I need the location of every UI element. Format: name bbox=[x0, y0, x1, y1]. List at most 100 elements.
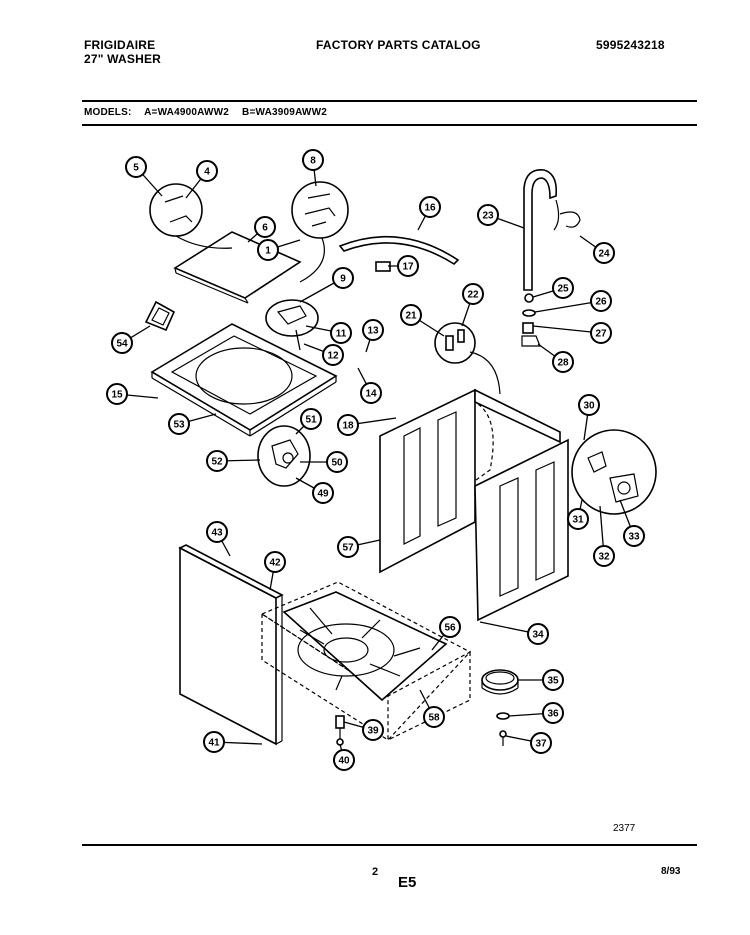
callout-bubble bbox=[206, 521, 228, 543]
callout-number: 1 bbox=[265, 246, 271, 257]
callout-number: 30 bbox=[583, 401, 595, 412]
callout-bubble bbox=[330, 322, 352, 344]
callout-leader bbox=[534, 300, 602, 313]
callout-number: 24 bbox=[598, 249, 610, 260]
control-detail-circle bbox=[571, 429, 657, 515]
callout-54: 54 bbox=[111, 332, 133, 354]
model-a: A=WA4900AWW2 bbox=[144, 107, 230, 118]
callout-15: 15 bbox=[106, 383, 128, 405]
section-code: E5 bbox=[398, 874, 417, 891]
callout-number: 23 bbox=[482, 211, 494, 222]
callout-51: 51 bbox=[300, 408, 322, 430]
callout-bubble bbox=[362, 719, 384, 741]
callout-25: 25 bbox=[552, 277, 574, 299]
bleach-dispenser-part bbox=[144, 300, 176, 332]
callout-12: 12 bbox=[322, 344, 344, 366]
callout-13: 13 bbox=[362, 319, 384, 341]
callout-leader bbox=[532, 325, 602, 334]
callout-43: 43 bbox=[206, 521, 228, 543]
models-line: MODELS: A=WA4900AWW2 B=WA3909AWW2 bbox=[84, 107, 337, 118]
footer-rule bbox=[82, 844, 697, 846]
fill-hose-part bbox=[338, 235, 460, 266]
callout-number: 43 bbox=[211, 528, 223, 539]
callout-41: 41 bbox=[203, 731, 225, 753]
callout-number: 21 bbox=[405, 311, 417, 322]
callout-number: 49 bbox=[317, 489, 329, 500]
top-cover-part bbox=[150, 323, 338, 437]
callout-number: 52 bbox=[211, 457, 223, 468]
model-b: B=WA3909AWW2 bbox=[242, 107, 327, 118]
callout-bubble bbox=[400, 304, 422, 326]
callout-bubble bbox=[257, 239, 279, 261]
callout-49: 49 bbox=[312, 482, 334, 504]
page-number: 2 bbox=[372, 866, 379, 878]
header-rule bbox=[82, 100, 697, 102]
catalog-title: FACTORY PARTS CATALOG bbox=[316, 38, 481, 52]
callout-9: 9 bbox=[332, 267, 354, 289]
callout-number: 15 bbox=[111, 390, 123, 401]
callout-bubble bbox=[623, 525, 645, 547]
callout-40: 40 bbox=[333, 749, 355, 771]
callout-16: 16 bbox=[419, 196, 441, 218]
hinge-assembly-detail bbox=[257, 425, 311, 487]
callout-number: 8 bbox=[310, 156, 316, 167]
models-label: MODELS: bbox=[84, 107, 132, 118]
callout-number: 34 bbox=[532, 630, 544, 641]
callout-bubble bbox=[302, 149, 324, 171]
callout-number: 35 bbox=[547, 676, 559, 687]
callout-bubble bbox=[264, 551, 286, 573]
callout-number: 51 bbox=[305, 415, 317, 426]
brand-name: FRIGIDAIRE bbox=[84, 38, 156, 52]
ring-part bbox=[481, 669, 519, 695]
models-rule bbox=[82, 124, 697, 126]
callout-bubble bbox=[168, 413, 190, 435]
callout-23: 23 bbox=[477, 204, 499, 226]
screw-parts bbox=[496, 712, 510, 746]
callout-number: 36 bbox=[547, 709, 559, 720]
product-subtitle: 27" WASHER bbox=[84, 52, 162, 66]
callout-number: 37 bbox=[535, 739, 547, 750]
callout-1: 1 bbox=[257, 239, 279, 261]
callout-number: 40 bbox=[338, 756, 350, 767]
callout-number: 28 bbox=[557, 358, 569, 369]
drain-hose-part bbox=[523, 169, 581, 291]
callout-number: 16 bbox=[424, 203, 436, 214]
callout-number: 17 bbox=[402, 262, 414, 273]
callout-30: 30 bbox=[578, 394, 600, 416]
callout-bubble bbox=[527, 623, 549, 645]
callout-24: 24 bbox=[593, 242, 615, 264]
callout-18: 18 bbox=[337, 414, 359, 436]
callout-bubble bbox=[578, 394, 600, 416]
callout-bubble bbox=[590, 290, 612, 312]
callout-bubble bbox=[332, 267, 354, 289]
callout-37: 37 bbox=[530, 732, 552, 754]
callout-bubble bbox=[593, 545, 615, 567]
callout-34: 34 bbox=[527, 623, 549, 645]
callout-number: 5 bbox=[133, 163, 139, 174]
switch-detail-circle bbox=[291, 181, 349, 283]
callout-32: 32 bbox=[593, 545, 615, 567]
callout-bubble bbox=[397, 255, 419, 277]
callout-bubble bbox=[552, 351, 574, 373]
callout-number: 22 bbox=[467, 290, 479, 301]
callout-number: 39 bbox=[367, 726, 379, 737]
callout-number: 13 bbox=[367, 326, 379, 337]
callout-28: 28 bbox=[552, 351, 574, 373]
callout-bubble bbox=[333, 749, 355, 771]
callout-bubble bbox=[567, 508, 589, 530]
callout-4: 4 bbox=[196, 160, 218, 182]
plug-part bbox=[375, 261, 391, 272]
top-lid-part bbox=[173, 231, 302, 304]
callout-number: 9 bbox=[340, 274, 346, 285]
leveling-leg-part bbox=[335, 715, 345, 746]
callout-35: 35 bbox=[542, 669, 564, 691]
cabinet-side-panel bbox=[474, 438, 569, 622]
hose-fittings bbox=[521, 293, 541, 347]
callout-number: 54 bbox=[116, 339, 128, 350]
callout-number: 6 bbox=[262, 223, 268, 234]
front-panel-part bbox=[178, 544, 284, 746]
callout-22: 22 bbox=[462, 283, 484, 305]
callout-number: 14 bbox=[365, 389, 377, 400]
callout-57: 57 bbox=[337, 536, 359, 558]
callout-bubble bbox=[196, 160, 218, 182]
